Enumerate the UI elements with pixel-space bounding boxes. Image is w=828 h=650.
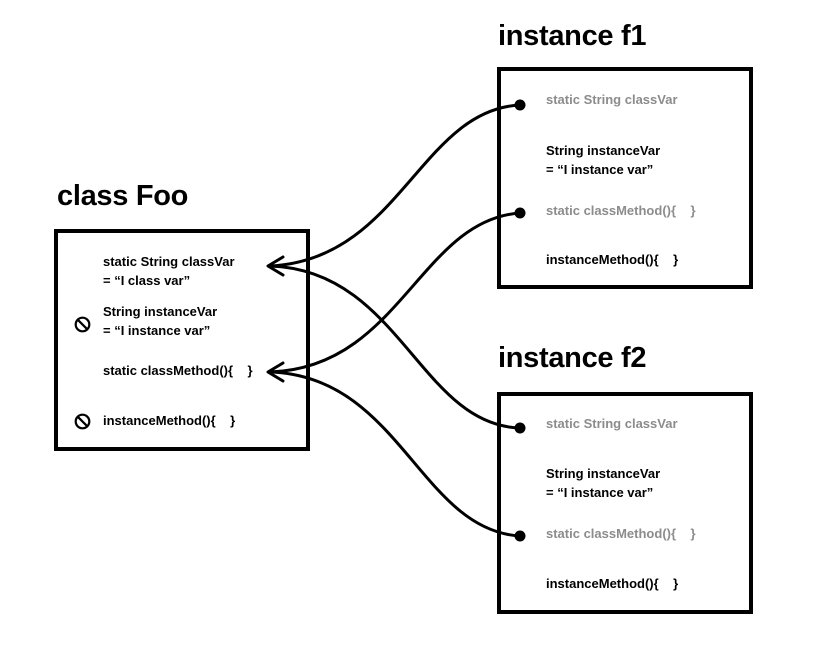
anchor-dot-f1-classmethod — [514, 207, 526, 219]
arrow-f1-classmethod-to-foo-classmethod — [268, 211, 522, 374]
class-foo-title: class Foo — [57, 180, 189, 212]
f1-instance-var-value: = “I instance var” — [546, 162, 654, 177]
class-foo-class-var-declaration: static String classVar — [103, 254, 235, 269]
class-foo-instance-var-declaration: String instanceVar — [103, 304, 218, 319]
f2-class-var: static String classVar — [546, 416, 678, 431]
no-entry-icon — [74, 413, 91, 430]
class-foo-class-method: static classMethod(){ } — [103, 363, 253, 378]
f1-class-method: static classMethod(){ } — [546, 203, 696, 218]
no-entry-icon — [74, 316, 91, 333]
f2-instance-var-declaration: String instanceVar — [546, 466, 661, 481]
arrowhead-foo-classvar — [266, 255, 285, 277]
class-foo-instance-method: instanceMethod(){ } — [103, 413, 236, 428]
f2-class-method: static classMethod(){ } — [546, 526, 696, 541]
anchor-dot-f1-classvar — [514, 99, 526, 111]
instance-f2-title: instance f2 — [498, 342, 647, 374]
instance-f1-box — [497, 67, 753, 289]
f2-instance-method: instanceMethod(){ } — [546, 576, 679, 591]
instance-f1-title: instance f1 — [498, 20, 647, 52]
arrow-f2-classmethod-to-foo-classmethod — [268, 370, 522, 538]
arrow-f2-classvar-to-foo-classvar — [268, 264, 522, 430]
arrow-f1-classvar-to-foo-classvar — [268, 103, 522, 268]
f2-instance-var-value: = “I instance var” — [546, 485, 654, 500]
f1-instance-var-declaration: String instanceVar — [546, 143, 661, 158]
anchor-dot-f2-classmethod — [514, 530, 526, 542]
arrowhead-foo-classmethod — [266, 361, 285, 383]
class-foo-instance-var-value: = “I instance var” — [103, 323, 211, 338]
class-foo-class-var-value: = “I class var” — [103, 273, 191, 288]
f1-instance-method: instanceMethod(){ } — [546, 252, 679, 267]
f1-class-var: static String classVar — [546, 92, 678, 107]
instance-f2-box — [497, 392, 753, 614]
anchor-dot-f2-classvar — [514, 422, 526, 434]
